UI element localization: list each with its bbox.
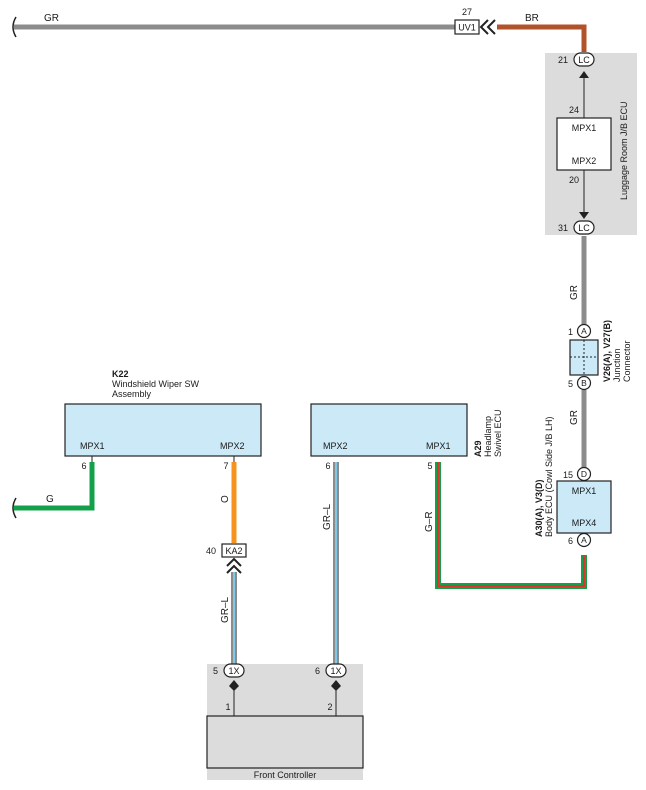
- connector-body-a-pin: 6: [568, 536, 573, 546]
- connector-lc-bottom-label: LC: [578, 223, 590, 233]
- wire-label-right-gr-lower: GR: [569, 410, 580, 425]
- connector-body-a: [576, 532, 592, 548]
- connector-fc-right-label: 1X: [330, 666, 341, 676]
- front-controller: 1X 5 1X 6 1 2 Front Controller: [206, 663, 364, 780]
- wiper-sw-box: [64, 403, 262, 457]
- connector-lc-bottom: [573, 220, 595, 235]
- connector-fc-right: [325, 663, 347, 678]
- wire-label-o: O: [220, 495, 231, 503]
- wiper-sw-port-right: MPX2: [220, 441, 245, 451]
- arrow-up-icon: [331, 680, 341, 691]
- front-controller-label: Front Controller: [254, 770, 317, 780]
- connector-ka2: KA2 40: [206, 543, 247, 574]
- wiper-sw-name-line1: Windshield Wiper SW: [112, 379, 200, 389]
- connector-body-d-label: D: [581, 469, 587, 479]
- chevron-connector-icon: [479, 19, 496, 35]
- connector-fc-left-label: 1X: [228, 666, 239, 676]
- connector-lc-top-label: LC: [578, 55, 590, 65]
- body-ecu: D 15 MPX1 MPX4 A 6 A30(A), V3(D) Body EC…: [534, 416, 612, 548]
- connector-fc-right-pin: 6: [315, 666, 320, 676]
- headlamp-swivel-ecu: MPX2 MPX1 6 5 A29 Headlamp Swivel ECU: [310, 403, 503, 471]
- arrow-up-icon: [579, 71, 589, 78]
- wiper-sw-name-line2: Assembly: [112, 389, 152, 399]
- luggage-ecu-pin-top: 24: [569, 105, 579, 115]
- wire-g: [14, 462, 95, 511]
- arrow-down-icon: [579, 212, 589, 219]
- connector-lc-bottom-pin: 31: [558, 223, 568, 233]
- swivel-ecu-name-line1: Headlamp: [483, 416, 493, 457]
- front-controller-box: [206, 715, 364, 769]
- connector-junction-a: [576, 323, 592, 339]
- connector-lc-top: [573, 52, 595, 67]
- body-ecu-port-top: MPX1: [572, 486, 597, 496]
- wiper-sw-pin-left: 6: [81, 461, 86, 471]
- wire-label-g-r: G–R: [424, 511, 435, 532]
- luggage-ecu-port-bottom: MPX2: [572, 156, 597, 166]
- front-controller-pin-left: 1: [225, 702, 230, 712]
- swivel-ecu-code: A29: [473, 440, 483, 457]
- connector-junction-b: [576, 375, 592, 391]
- connector-uv1: UV1 27: [454, 7, 496, 35]
- swivel-ecu-pin-right: 5: [427, 461, 432, 471]
- wiper-sw-code: K22: [112, 369, 129, 379]
- connector-fc-left: [223, 663, 245, 678]
- junction-connector: A 1 B 5 V26(A), V27(B) Junction Connecto…: [568, 320, 632, 391]
- swivel-ecu-box: [310, 403, 468, 457]
- wire-br: [497, 24, 587, 52]
- body-ecu-name: Body ECU (Cowl Side J/B LH): [544, 416, 554, 537]
- luggage-ecu-box: [556, 117, 612, 171]
- wire-label-right-gr-upper: GR: [569, 285, 580, 300]
- body-ecu-port-bottom: MPX4: [572, 518, 597, 528]
- luggage-ecu-port-top: MPX1: [572, 123, 597, 133]
- swivel-ecu-port-left: MPX2: [323, 441, 348, 451]
- body-ecu-code: A30(A), V3(D): [534, 479, 544, 537]
- connector-ka2-pin: 40: [206, 546, 216, 556]
- connector-fc-left-pin: 5: [213, 666, 218, 676]
- connector-uv1-label: UV1: [458, 23, 476, 33]
- swivel-ecu-port-right: MPX1: [426, 441, 451, 451]
- wiper-sw-pin-right: 7: [223, 461, 228, 471]
- wire-break-g: [12, 497, 17, 519]
- wire-label-g: G: [46, 494, 54, 505]
- connector-uv1-pin: 27: [462, 7, 472, 17]
- junction-name-line1: Junction: [612, 348, 622, 382]
- junction-name-line2: Connector: [622, 340, 632, 382]
- connector-ka2-label: KA2: [225, 546, 242, 556]
- wire-break-top-left: [12, 16, 17, 38]
- wiper-sw-assembly: K22 Windshield Wiper SW Assembly MPX1 MP…: [64, 369, 262, 471]
- connector-junction-b-label: B: [581, 378, 587, 388]
- connector-body-d-pin: 15: [563, 470, 573, 480]
- connector-junction-a-label: A: [581, 326, 587, 336]
- connector-junction-a-pin: 1: [568, 327, 573, 337]
- connector-lc-top-pin: 21: [558, 55, 568, 65]
- junction-code: V26(A), V27(B): [602, 320, 612, 382]
- swivel-ecu-pin-left: 6: [325, 461, 330, 471]
- wire-label-top-gr: GR: [44, 13, 59, 24]
- connector-body-a-label: A: [581, 535, 587, 545]
- wire-label-gr-l-mid: GR–L: [322, 503, 333, 530]
- chevron-connector-icon: [226, 557, 242, 574]
- arrow-up-icon: [229, 680, 239, 691]
- connector-junction-b-pin: 5: [568, 379, 573, 389]
- swivel-ecu-name-line2: Swivel ECU: [493, 409, 503, 457]
- front-controller-pin-right: 2: [327, 702, 332, 712]
- wiper-sw-port-left: MPX1: [80, 441, 105, 451]
- wire-label-gr-l-left: GR–L: [220, 596, 231, 623]
- wire-label-br: BR: [525, 13, 539, 24]
- luggage-ecu-pin-bottom: 20: [569, 175, 579, 185]
- luggage-ecu: LC 21 MPX1 MPX2 24 20 Luggage Room J/B E…: [556, 52, 629, 235]
- luggage-ecu-label: Luggage Room J/B ECU: [619, 101, 629, 200]
